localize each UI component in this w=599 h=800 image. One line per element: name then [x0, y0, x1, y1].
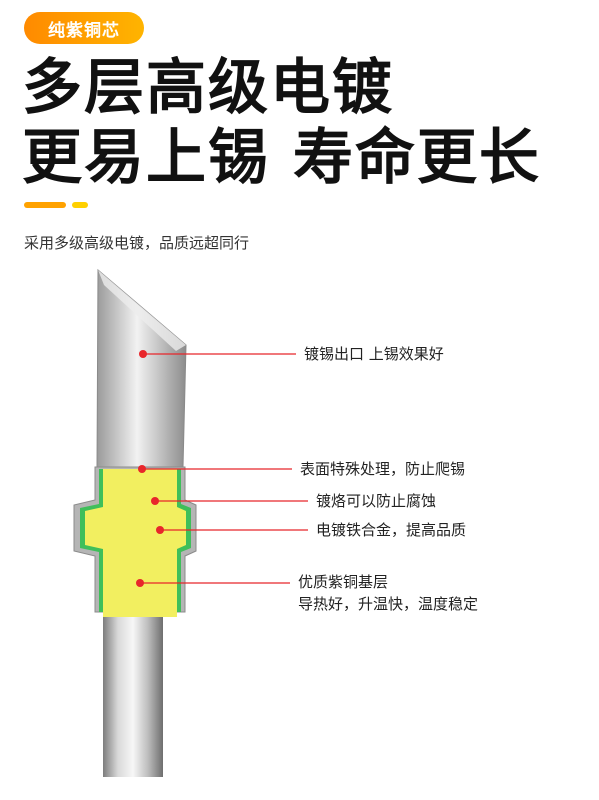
tip-shaft [103, 612, 163, 777]
subtitle: 采用多级高级电镀，品质远超同行 [24, 234, 250, 252]
accent-dash [24, 202, 66, 208]
callout-copper-base-detail: 导热好，升温快，温度稳定 [298, 595, 479, 613]
copper-core [85, 469, 186, 617]
callout-anti-corrosion: 镀烙可以防止腐蚀 [316, 492, 437, 510]
product-badge: 纯紫铜芯 [24, 12, 144, 44]
headline-line-2: 更易上锡 寿命更长 [22, 123, 541, 193]
accent-dot [72, 202, 88, 208]
callout-copper-base-title: 优质紫铜基层 [298, 573, 389, 591]
tip-bevel [98, 270, 186, 351]
callout-tin-outlet: 镀锡出口 上锡效果好 [304, 345, 444, 363]
callout-iron-alloy: 电镀铁合金，提高品质 [316, 521, 467, 539]
callout-surface-treatment: 表面特殊处理，防止爬锡 [300, 460, 466, 478]
soldering-tip-diagram [73, 268, 308, 777]
headline-line-1: 多层高级电镀 [22, 53, 394, 123]
leader-lines [136, 350, 308, 587]
tip-blade [96, 268, 187, 468]
